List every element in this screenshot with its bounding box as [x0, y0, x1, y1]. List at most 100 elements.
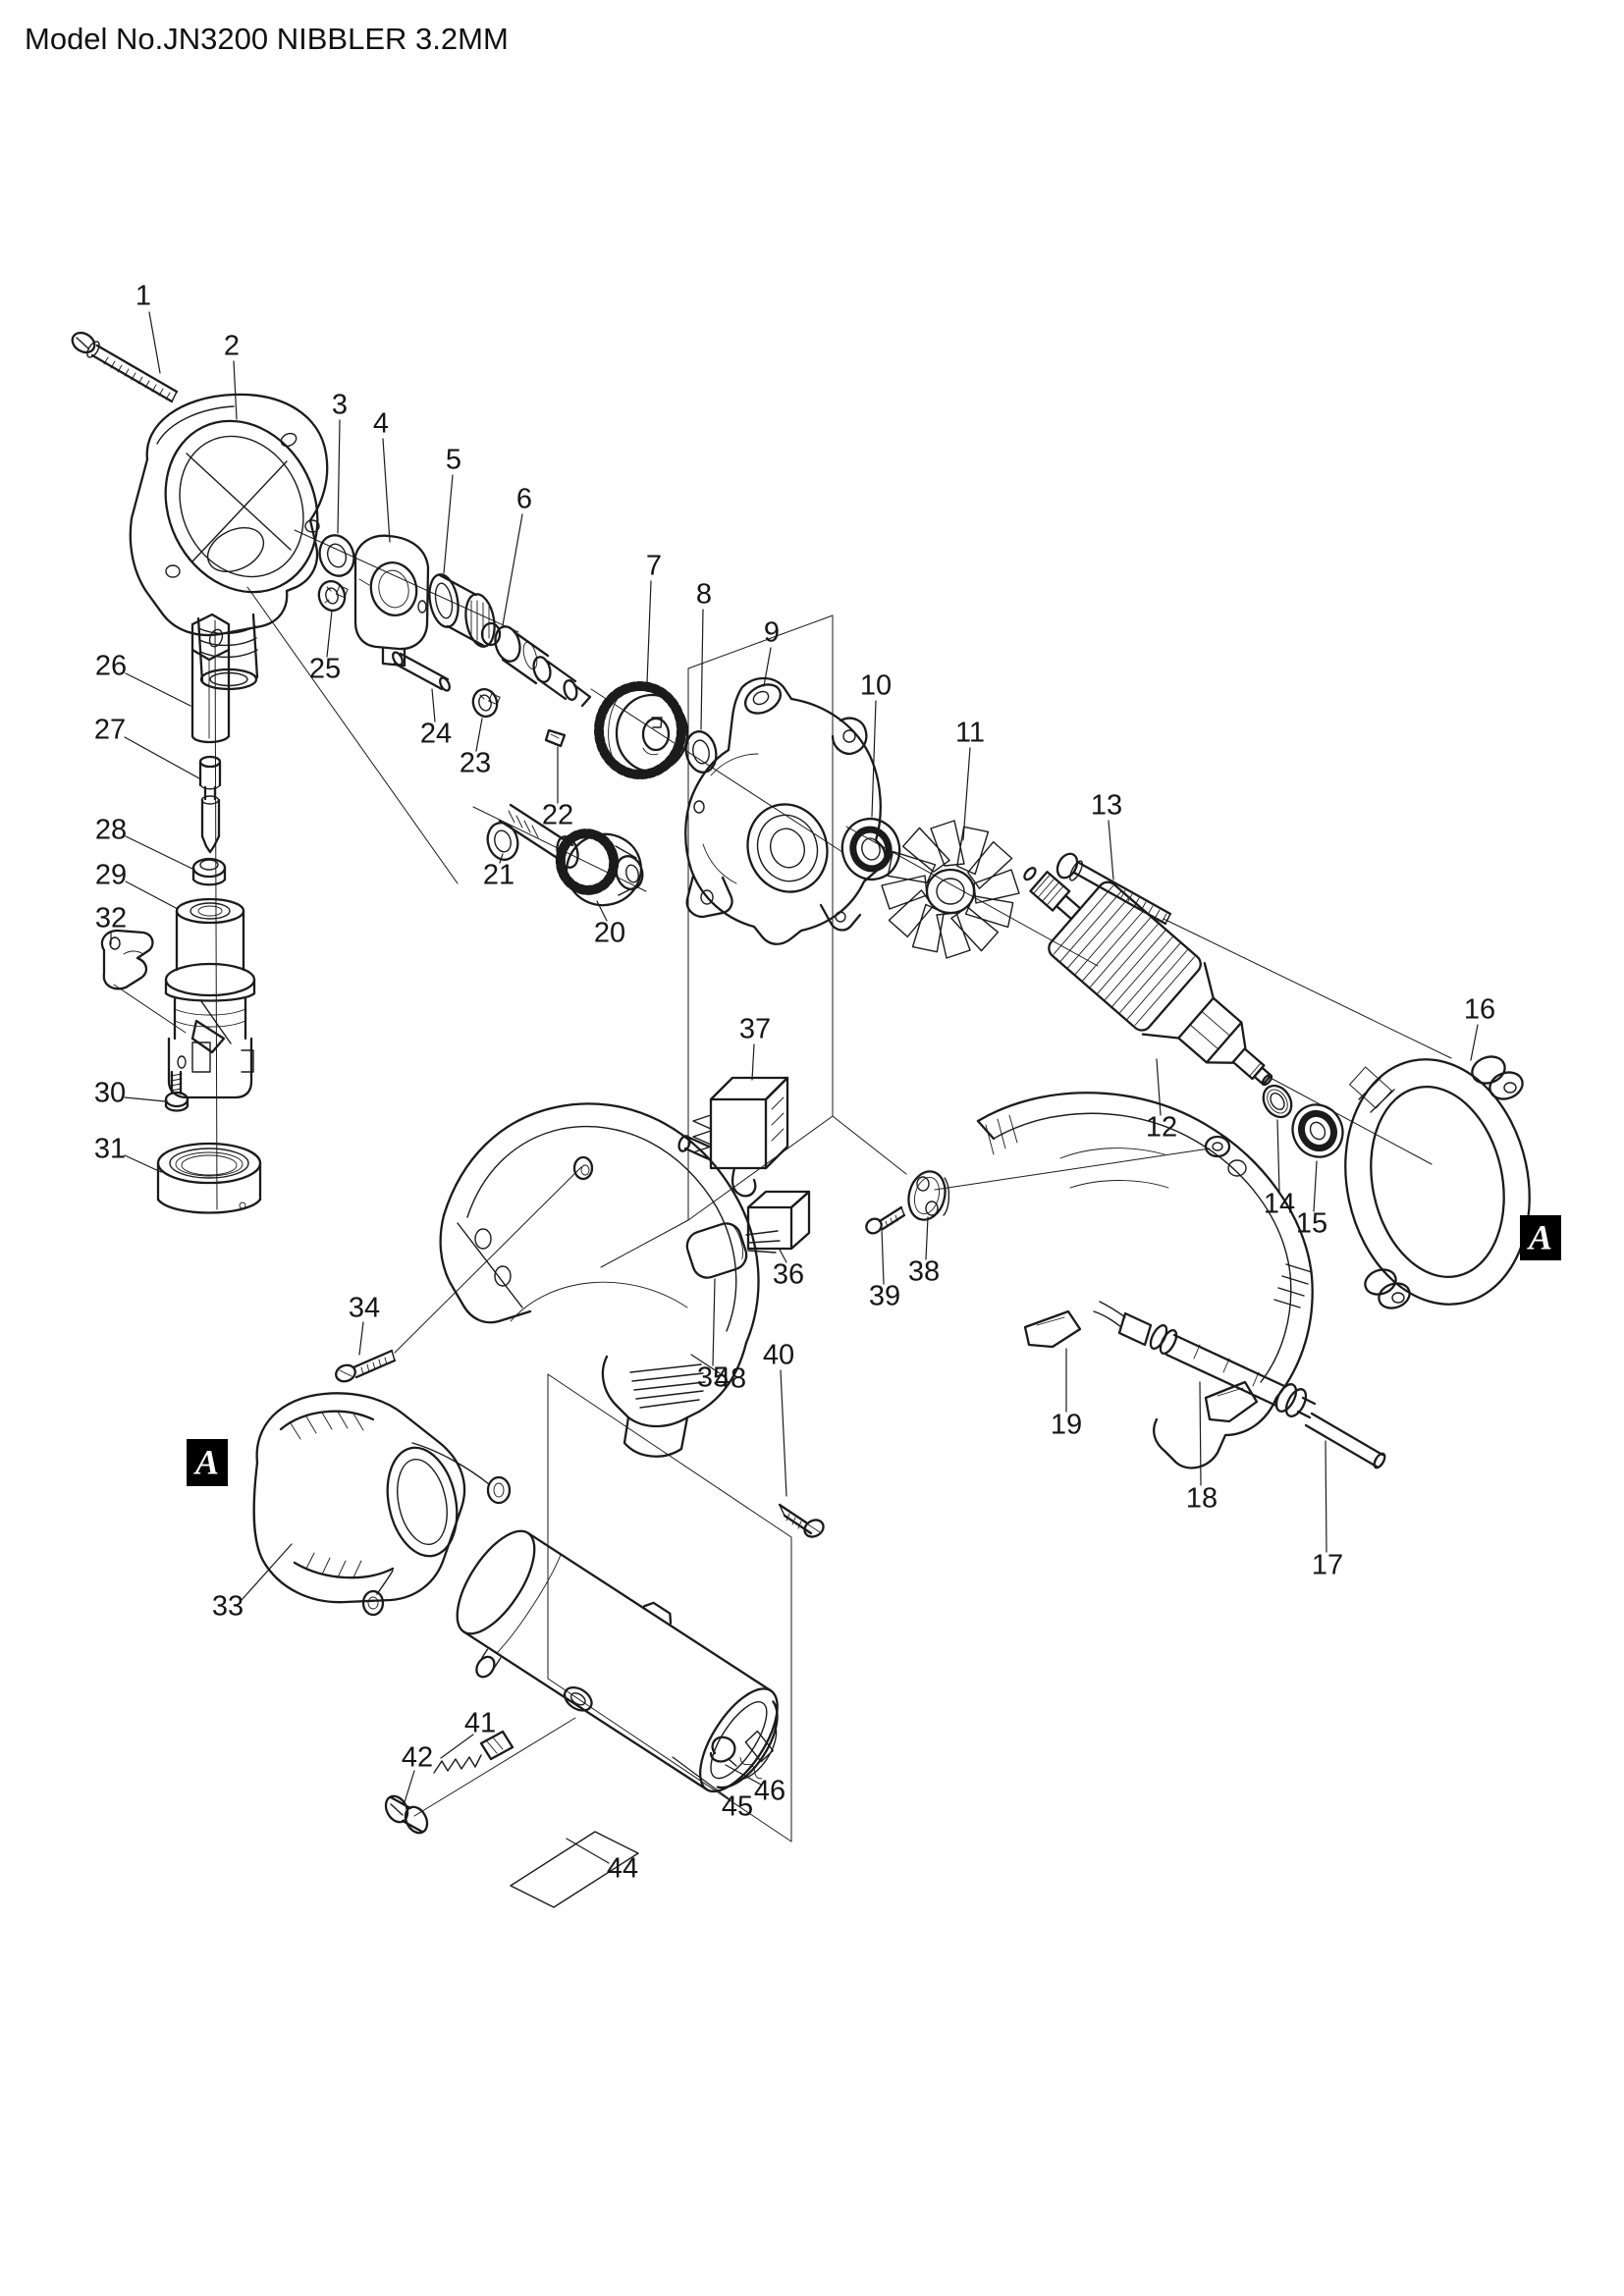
part-capacitor-35 [685, 1222, 781, 1279]
leader-line-42 [404, 1770, 415, 1803]
part-label-46: 46 [754, 1776, 785, 1807]
part-screw-30 [164, 1070, 189, 1112]
part-label-32: 32 [95, 903, 127, 934]
part-gear-7 [594, 681, 689, 779]
part-label-6: 6 [516, 484, 532, 515]
leader-lines [110, 311, 1479, 1864]
leader-line-12 [1156, 1058, 1162, 1116]
part-label-35: 35 [697, 1362, 729, 1394]
part-e-ring-25 [317, 579, 349, 613]
reference-line [687, 614, 834, 669]
part-label-31: 31 [94, 1134, 126, 1165]
reference-line [845, 826, 1099, 967]
part-label-48: 48 [715, 1363, 746, 1395]
leader-line-3 [337, 419, 341, 534]
part-washer-28 [191, 857, 227, 886]
part-ball-bearing-10 [840, 817, 901, 881]
part-e-ring-23 [471, 687, 501, 719]
part-clamp-32 [100, 929, 154, 990]
part-label-40: 40 [763, 1340, 794, 1371]
part-gear-housing-2 [129, 393, 329, 691]
part-label-13: 13 [1091, 790, 1122, 822]
part-screw-13 [1056, 852, 1172, 926]
part-screw-34 [335, 1349, 397, 1383]
leader-line-18 [1199, 1381, 1202, 1486]
part-switch-37 [677, 1076, 789, 1198]
part-label-41: 41 [464, 1708, 496, 1739]
part-key-22 [544, 728, 567, 748]
part-washer-14 [1262, 1084, 1293, 1119]
part-label-7: 7 [646, 551, 662, 582]
detail-marker-letter: A [193, 1442, 219, 1481]
part-die-holder-29 [164, 897, 256, 1099]
part-brush-41 [433, 1730, 514, 1774]
part-crank-shaft-6 [480, 621, 592, 708]
detail-marker-box [1520, 1215, 1561, 1260]
part-label-34: 34 [349, 1293, 380, 1324]
part-label-17: 17 [1312, 1550, 1343, 1581]
part-handle-left-48 [439, 1102, 760, 1458]
reference-line [934, 1148, 1211, 1191]
leader-line-41 [440, 1734, 474, 1759]
reference-lines [113, 529, 1452, 1842]
leader-line-6 [502, 513, 523, 626]
reference-line [547, 1678, 792, 1842]
leader-line-7 [646, 580, 652, 684]
leader-line-30 [124, 1096, 166, 1102]
leader-line-28 [125, 835, 195, 871]
part-screw-1 [71, 331, 179, 403]
part-nameplate-44 [510, 1831, 639, 1908]
reference-line [600, 1219, 689, 1268]
leader-line-27 [124, 736, 200, 779]
leader-line-2 [233, 360, 238, 420]
diagram-line-art [71, 331, 1531, 1908]
leader-line-40 [780, 1369, 787, 1497]
leader-line-13 [1108, 820, 1114, 881]
leader-line-46 [725, 1764, 762, 1786]
marker-leader-line [227, 1486, 288, 1541]
part-label-2: 2 [224, 331, 240, 362]
part-screw-39 [865, 1205, 906, 1235]
part-connector-block-36 [746, 1190, 811, 1251]
leader-line-4 [382, 438, 391, 543]
part-baffle-ring-16 [1344, 1055, 1531, 1309]
part-holder-26 [190, 613, 231, 744]
part-grommet-38 [907, 1170, 950, 1221]
leader-line-38 [925, 1216, 929, 1260]
part-label-33: 33 [212, 1591, 244, 1623]
leader-line-23 [475, 718, 483, 752]
part-punch-27 [198, 755, 222, 854]
part-label-29: 29 [95, 860, 127, 891]
part-label-16: 16 [1464, 994, 1495, 1026]
leader-line-10 [871, 700, 877, 818]
part-label-30: 30 [94, 1078, 126, 1109]
part-label-28: 28 [95, 815, 127, 846]
reference-line [214, 619, 218, 1210]
part-label-19: 19 [1051, 1410, 1082, 1441]
leader-line-36 [779, 1249, 787, 1263]
part-handle-right-19 [976, 1092, 1314, 1469]
part-label-36: 36 [773, 1259, 804, 1291]
part-cord-guard-18 [1093, 1301, 1317, 1419]
leader-line-37 [751, 1043, 755, 1081]
part-label-25: 25 [309, 654, 341, 685]
part-label-45: 45 [722, 1791, 753, 1823]
leader-line-11 [962, 747, 971, 841]
part-gear-cover-9 [684, 676, 887, 945]
part-pinion-gear-20 [498, 803, 644, 907]
part-pin-24 [392, 651, 451, 692]
part-washer-21 [486, 822, 519, 861]
reference-line [1163, 918, 1452, 1059]
part-clip-46 [709, 1735, 737, 1767]
part-label-18: 18 [1186, 1483, 1218, 1515]
part-label-20: 20 [594, 918, 625, 949]
part-ball-bearing-15 [1291, 1103, 1344, 1158]
leader-line-8 [700, 609, 704, 730]
part-field-33 [252, 1392, 512, 1617]
leader-line-39 [881, 1228, 885, 1285]
part-label-26: 26 [95, 651, 127, 682]
leader-line-44 [566, 1838, 610, 1864]
part-label-21: 21 [483, 860, 514, 891]
part-label-37: 37 [739, 1014, 771, 1045]
